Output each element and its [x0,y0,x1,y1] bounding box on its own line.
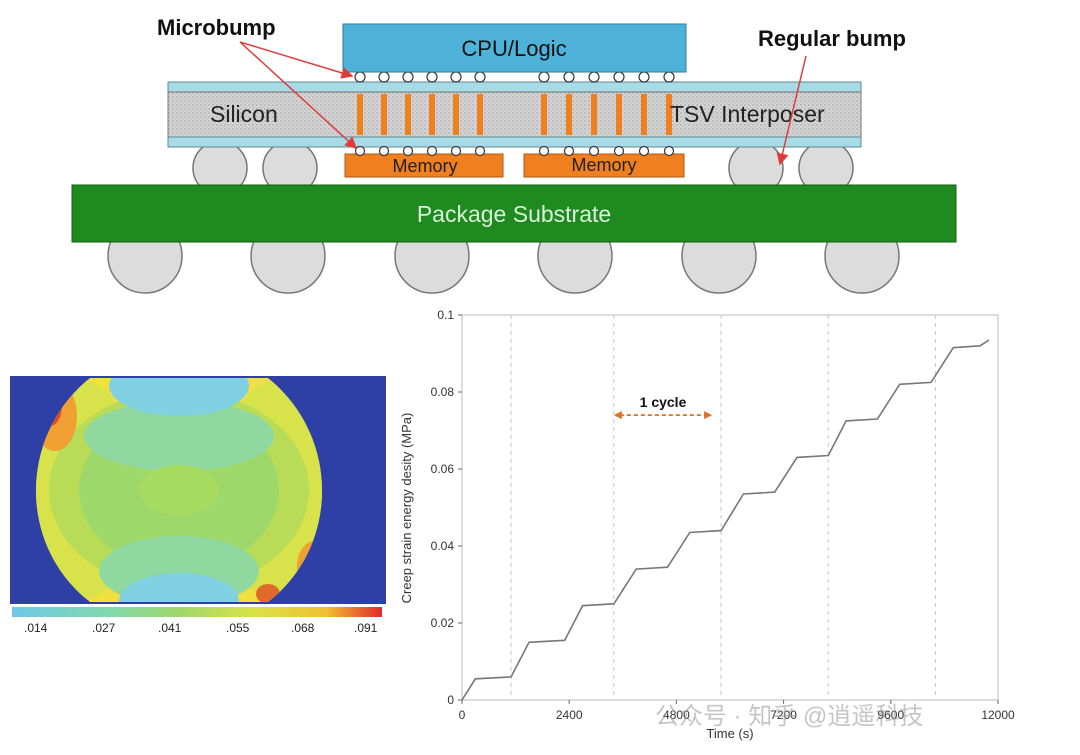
legend-tick: .014 [24,621,48,635]
y-axis-label: Creep strain energy desity (MPa) [399,413,414,604]
y-tick-label: 0.08 [431,385,455,399]
cpu-logic-label: CPU/Logic [461,36,566,61]
creep-strain-contour-plot: .014 .027 .041 .055 .068 .091 [10,376,386,635]
tsv-interposer-label: TSV Interposer [670,101,825,127]
legend-tick: .041 [158,621,182,635]
cycle-annotation-label: 1 cycle [640,394,687,410]
regular-bumps [192,140,854,196]
through-silicon-vias [357,94,672,135]
legend-tick: .091 [354,621,378,635]
creep-strain-chart: 0 0.02 0.04 0.06 0.08 0.1 0 2400 4800 7200 9600 12… [399,308,1015,741]
chart-plot-area [461,314,999,701]
interposer-top-layer [167,81,862,93]
legend-tick: .027 [92,621,116,635]
x-tick-label: 0 [459,708,466,722]
regular-bump-callout: Regular bump [758,26,906,51]
creep-strain-series-line [461,339,990,701]
x-tick-label: 12000 [981,708,1015,722]
x-tick-label: 7200 [770,708,797,722]
legend-tick: .068 [291,621,315,635]
interposer-bottom-layer [167,136,862,148]
microbumps-bottom [354,145,675,157]
memory-die-left [344,153,504,178]
watermark: 公众号 · 知乎 @逍遥科技 [655,703,924,730]
microbumps-top [354,71,675,83]
package-substrate [71,184,957,243]
y-tick-label: 0.04 [431,539,455,553]
cpu-logic-die [342,23,687,73]
x-tick-label: 4800 [663,708,690,722]
microbump-arrow-top [239,41,354,79]
x-axis-label: Time (s) [706,726,753,741]
regular-bump-arrow [776,55,807,166]
microbump-arrow-bottom [239,41,358,150]
package-cross-section-diagram: CPU/Logic Silicon TSV Interposer Memory … [71,15,957,294]
contour-bump-shape [36,378,322,602]
x-tick-label: 9600 [877,708,904,722]
silicon-label: Silicon [210,101,278,127]
contour-legend-ticks: .014 .027 .041 .055 .068 .091 [24,621,378,635]
memory-left-label: Memory [392,156,457,176]
microbump-callout: Microbump [157,15,276,40]
cycle-arrow-head-right [704,411,713,420]
memory-right-label: Memory [571,155,636,175]
y-tick-label: 0.02 [431,616,455,630]
contour-legend-bar [12,607,382,617]
y-tick-label: 0.06 [431,462,455,476]
silicon-interposer [167,91,862,138]
package-substrate-label: Package Substrate [417,201,611,227]
x-tick-label: 2400 [556,708,583,722]
y-tick-label: 0.1 [437,308,454,322]
cycle-arrow-head-left [613,411,622,420]
memory-die-right [523,153,685,178]
legend-tick: .055 [226,621,250,635]
y-tick-label: 0 [447,693,454,707]
